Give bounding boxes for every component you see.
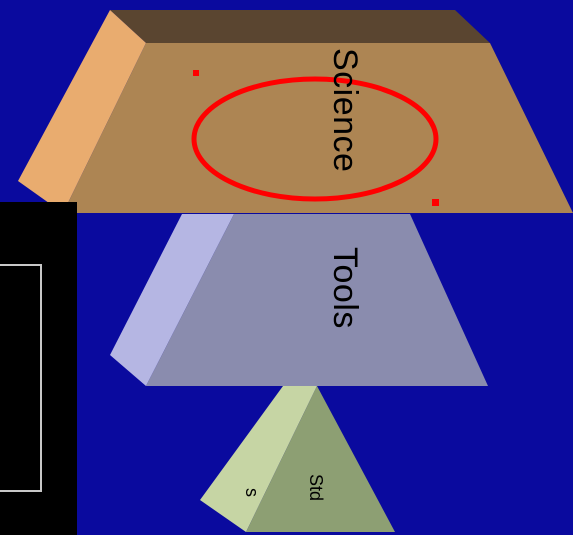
pyramid-layer-bottom bbox=[200, 386, 395, 532]
pyramid-layer-middle bbox=[110, 214, 488, 386]
annotation-marker-top bbox=[193, 70, 199, 76]
red-annotation bbox=[191, 70, 439, 206]
thumbnail-frame bbox=[0, 264, 42, 492]
pyramid-layer-top bbox=[18, 10, 573, 213]
bottom-layer-side-face bbox=[200, 386, 317, 532]
top-layer-top-face bbox=[110, 10, 490, 43]
bottom-layer-front-face bbox=[246, 386, 395, 532]
layer-label-tools: Tools bbox=[326, 247, 364, 329]
middle-layer-front-face bbox=[146, 214, 488, 386]
layer-label-std: Std bbox=[306, 474, 326, 502]
layer-label-science: Science bbox=[326, 48, 364, 173]
top-layer-side-face bbox=[18, 10, 146, 213]
top-layer-front-face bbox=[63, 43, 573, 213]
layer-label-s: s bbox=[242, 488, 262, 497]
middle-layer-side-face bbox=[110, 214, 234, 386]
embedded-image-thumbnail bbox=[0, 202, 77, 535]
annotation-ellipse bbox=[191, 76, 439, 202]
annotation-marker-bottom bbox=[432, 199, 439, 206]
